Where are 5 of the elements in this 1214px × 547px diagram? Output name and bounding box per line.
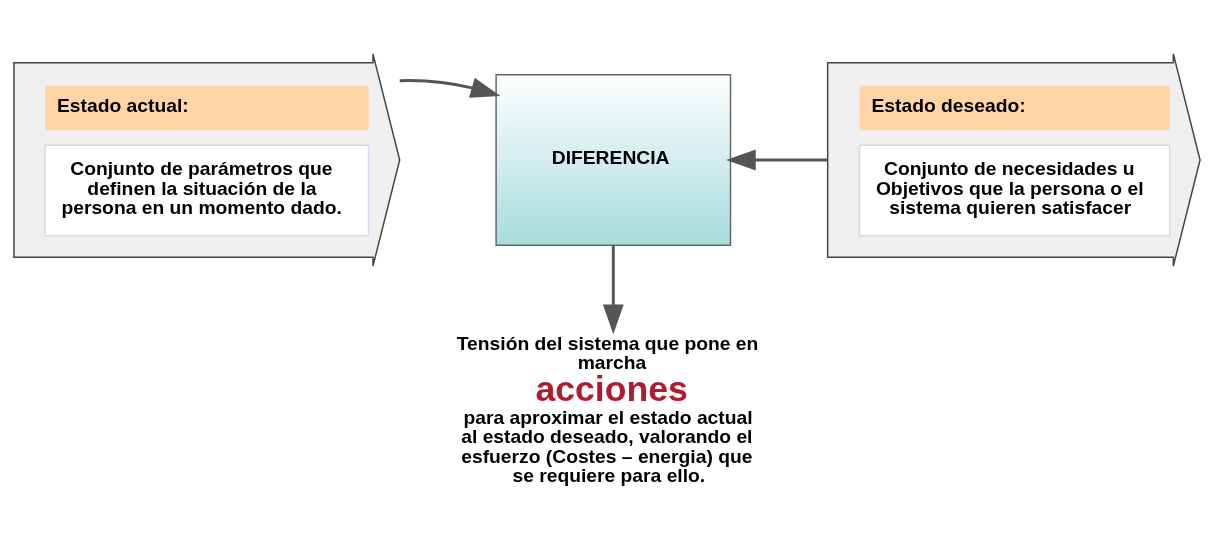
arrow <box>602 245 624 335</box>
arrow <box>726 149 828 171</box>
arrow <box>399 77 501 98</box>
node-box: DIFERENCIA <box>495 73 732 247</box>
node-text: Tensión del sistema que pone en marcha acciones para aproximar el estado actual al estado deseado, valorando el esfuerzo (Costes – energia) que se requiere para ello. <box>456 332 759 486</box>
